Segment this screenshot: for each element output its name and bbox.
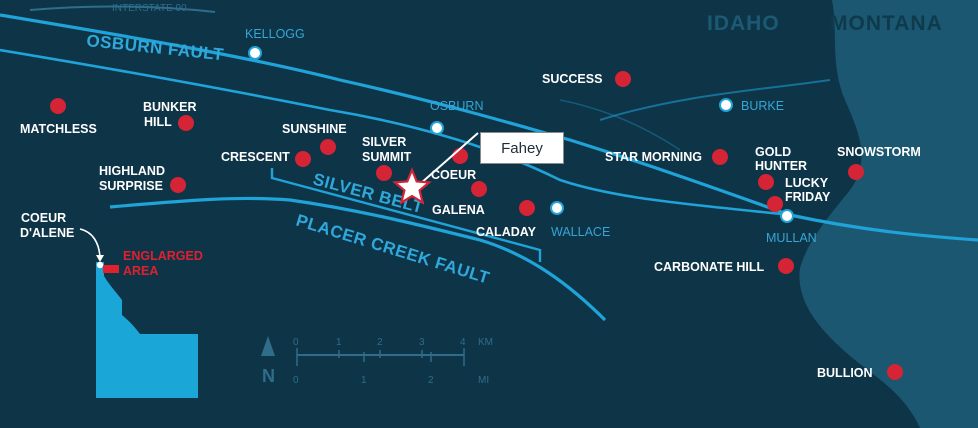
mine-label-highland-surprise-2: SURPRISE bbox=[99, 179, 163, 193]
mine-marker-star-morning bbox=[712, 149, 728, 165]
silver-belt-bracket bbox=[270, 168, 542, 262]
km-tick-2: 2 bbox=[377, 337, 383, 348]
callout-leader-line bbox=[419, 132, 479, 185]
mine-marker-crescent bbox=[295, 151, 311, 167]
idaho-inset-map bbox=[96, 262, 198, 398]
inset-label-enlarged-area-1: ENGLARGED bbox=[123, 249, 203, 263]
mine-label-carbonate-hill: CARBONATE HILL bbox=[654, 260, 765, 274]
km-tick-0: 0 bbox=[293, 337, 299, 348]
creek-line-burke bbox=[599, 79, 831, 121]
mine-label-galena: GALENA bbox=[432, 203, 485, 217]
km-unit-label: KM bbox=[478, 337, 493, 348]
town-marker-wallace bbox=[550, 201, 564, 215]
coeur-dalene-marker bbox=[96, 261, 104, 269]
mine-label-gold-hunter-2: HUNTER bbox=[755, 159, 807, 173]
mine-label-gold-hunter-1: GOLD bbox=[755, 145, 791, 159]
mine-marker-bullion bbox=[887, 364, 903, 380]
mine-marker-snowstorm bbox=[848, 164, 864, 180]
km-tick-1: 1 bbox=[336, 337, 342, 348]
town-marker-kellogg bbox=[248, 46, 262, 60]
mine-label-crescent: CRESCENT bbox=[221, 150, 290, 164]
placer-creek-fault-line bbox=[109, 196, 607, 322]
north-arrow-icon bbox=[261, 336, 275, 356]
mine-marker-sunshine bbox=[320, 139, 336, 155]
mi-unit-label: MI bbox=[478, 375, 489, 386]
town-label-wallace: WALLACE bbox=[551, 225, 610, 239]
mine-marker-caladay bbox=[519, 200, 535, 216]
inset-label-enlarged-area-2: AREA bbox=[123, 264, 158, 278]
mine-label-silver-summit-1: SILVER bbox=[362, 135, 406, 149]
mine-marker-galena bbox=[471, 181, 487, 197]
mine-label-silver-summit-2: SUMMIT bbox=[362, 150, 412, 164]
town-label-kellogg: KELLOGG bbox=[245, 27, 305, 41]
idaho-state-label: IDAHO bbox=[707, 12, 780, 35]
fahey-site-star-icon bbox=[392, 167, 432, 205]
creek-line-minor bbox=[559, 99, 681, 151]
km-tick-4: 4 bbox=[460, 337, 466, 348]
enlarged-area-marker bbox=[103, 265, 119, 273]
mine-label-sunshine: SUNSHINE bbox=[282, 122, 347, 136]
coeur-dalene-pointer-line bbox=[79, 228, 101, 258]
montana-state-label: MONTANA bbox=[830, 12, 943, 35]
interstate-line bbox=[29, 5, 216, 13]
mine-marker-bunker-hill bbox=[178, 115, 194, 131]
mi-tick-0: 0 bbox=[293, 375, 299, 386]
mi-tick-2: 2 bbox=[428, 375, 434, 386]
mine-label-bunker-hill-1: BUNKER bbox=[143, 100, 196, 114]
town-marker-burke bbox=[719, 98, 733, 112]
mine-marker-silver-summit bbox=[376, 165, 392, 181]
mine-label-matchless: MATCHLESS bbox=[20, 122, 97, 136]
inset-label-coeur-dalene-2: D'ALENE bbox=[20, 226, 74, 240]
mine-label-snowstorm: SNOWSTORM bbox=[837, 145, 921, 159]
mine-label-lucky-friday-1: LUCKY bbox=[785, 176, 829, 190]
mine-marker-carbonate-hill bbox=[778, 258, 794, 274]
mine-marker-coeur bbox=[452, 148, 468, 164]
mine-marker-lucky-friday bbox=[767, 196, 783, 212]
town-marker-mullan bbox=[780, 209, 794, 223]
mine-marker-highland-surprise bbox=[170, 177, 186, 193]
mine-marker-gold-hunter bbox=[758, 174, 774, 190]
mine-label-bunker-hill-2: HILL bbox=[144, 115, 172, 129]
mine-label-highland-surprise-1: HIGHLAND bbox=[99, 164, 165, 178]
inset-label-coeur-dalene-1: COEUR bbox=[21, 211, 66, 225]
town-marker-osburn bbox=[430, 121, 444, 135]
mine-label-star-morning: STAR MORNING bbox=[605, 150, 702, 164]
town-label-osburn: OSBURN bbox=[430, 99, 483, 113]
mine-label-lucky-friday-2: FRIDAY bbox=[785, 190, 831, 204]
interstate-label: INTERSTATE 90 bbox=[112, 3, 187, 14]
mi-tick-1: 1 bbox=[361, 375, 367, 386]
mine-label-bullion: BULLION bbox=[817, 366, 873, 380]
mine-marker-success bbox=[615, 71, 631, 87]
km-tick-3: 3 bbox=[419, 337, 425, 348]
coeur-dalene-arrow-icon bbox=[96, 255, 104, 262]
mine-label-coeur: COEUR bbox=[431, 168, 476, 182]
town-label-mullan: MULLAN bbox=[766, 231, 817, 245]
montana-region bbox=[799, 0, 978, 428]
fahey-callout-label: Fahey bbox=[480, 132, 564, 164]
north-label: N bbox=[262, 366, 275, 386]
mine-label-caladay: CALADAY bbox=[476, 225, 537, 239]
town-label-burke: BURKE bbox=[741, 99, 784, 113]
mine-marker-matchless bbox=[50, 98, 66, 114]
mine-label-success: SUCCESS bbox=[542, 72, 602, 86]
